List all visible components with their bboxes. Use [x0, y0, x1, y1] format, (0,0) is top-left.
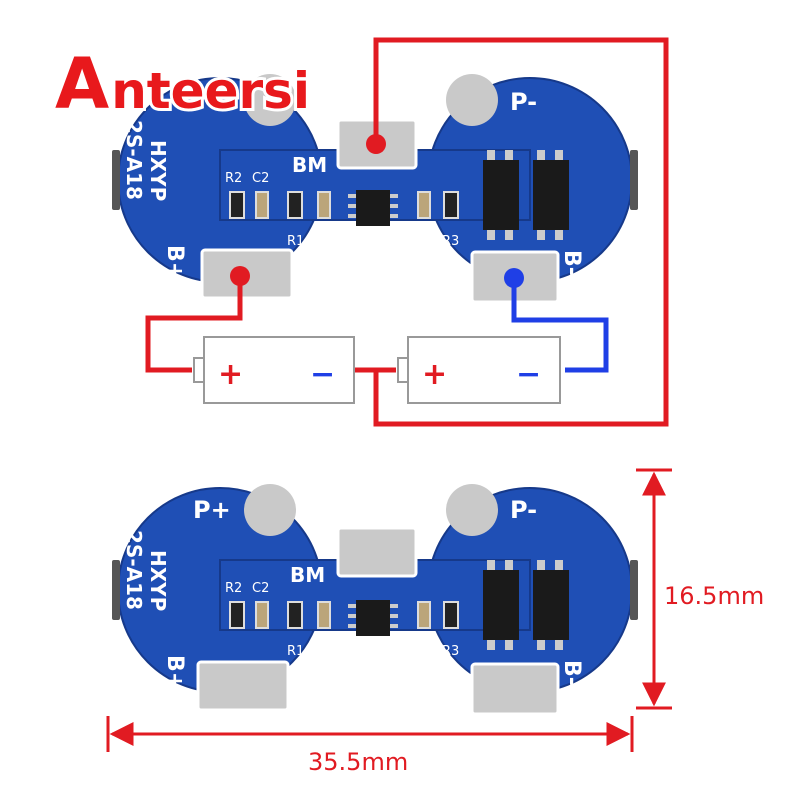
dimension-width-label: 35.5mm — [308, 748, 408, 776]
top-pad-p-plus — [244, 74, 296, 126]
dimension-height-label: 16.5mm — [664, 582, 764, 610]
bottom-label-p-minus: P- — [510, 496, 537, 524]
bottom-chip-u1 — [348, 600, 398, 636]
battery-left-plus: + — [218, 357, 243, 392]
top-label-c1: C1 — [316, 234, 333, 249]
wire-dot-bm — [366, 134, 386, 154]
top-label-bm: BM — [292, 153, 327, 177]
battery-right-plus: + — [422, 357, 447, 392]
bottom-label-c2: C2 — [252, 581, 269, 596]
top-mosfet-1 — [483, 150, 519, 240]
dimension-width — [106, 716, 634, 752]
bottom-resistor-r2 — [229, 601, 245, 629]
bottom-board-edge-left — [112, 560, 120, 620]
top-label-r1: R1 — [287, 234, 304, 249]
wire-b-plus — [145, 276, 243, 373]
top-mosfet-2 — [533, 150, 569, 240]
svg-text:Anteersi: Anteersi — [55, 43, 310, 125]
bottom-label-c3: C3 — [414, 644, 431, 659]
bottom-label-c1: C1 — [316, 644, 333, 659]
top-cap-c1 — [317, 191, 331, 219]
bottom-label-b-plus: B+ — [162, 655, 187, 690]
bottom-label-u1: U1 — [366, 644, 384, 659]
top-pad-p-minus — [446, 74, 498, 126]
top-board-edge-right — [630, 150, 638, 210]
top-resistor-r3 — [443, 191, 459, 219]
bottom-pad-p-minus — [446, 484, 498, 536]
bottom-label-r1: R1 — [287, 644, 304, 659]
bottom-label-bm: BM — [290, 563, 325, 587]
bottom-pad-p-plus — [244, 484, 296, 536]
top-cap-c3 — [417, 191, 431, 219]
top-resistor-r2 — [229, 191, 245, 219]
top-label-r2: R2 — [225, 171, 242, 186]
bottom-board-pcb — [117, 487, 633, 693]
top-label-r3: R3 — [442, 234, 459, 249]
wire-b-minus — [511, 278, 609, 373]
top-label-c2: C2 — [252, 171, 269, 186]
wire-dot-b-plus — [230, 266, 250, 286]
wiring — [145, 37, 669, 427]
top-resistor-r1 — [287, 191, 303, 219]
brand-logo: Anteersi — [52, 40, 313, 128]
wire-bm — [373, 37, 669, 427]
wire-dot-b-minus — [504, 268, 524, 288]
top-cap-c2 — [255, 191, 269, 219]
bottom-board-edge-right — [630, 560, 638, 620]
bottom-resistor-r1 — [287, 601, 303, 629]
top-label-u1: U1 — [366, 234, 384, 249]
bottom-label-model-1: HXYP — [146, 550, 170, 611]
bottom-cap-c3 — [417, 601, 431, 629]
top-label-b-plus: B+ — [162, 245, 187, 280]
top-label-p-minus: P- — [510, 88, 537, 116]
battery-right-minus: − — [516, 357, 541, 392]
bottom-pad-b-minus — [470, 662, 560, 716]
top-label-c3: C3 — [414, 234, 431, 249]
battery-left: + − — [193, 336, 355, 404]
top-board-edge-left — [112, 150, 120, 210]
bottom-resistor-r3 — [443, 601, 459, 629]
bottom-pad-bm — [336, 526, 418, 578]
bottom-label-b-minus: B- — [559, 660, 584, 686]
bottom-cap-c1 — [317, 601, 331, 629]
brand-first-letter: A — [55, 43, 109, 125]
bottom-label-p-plus: P+ — [193, 496, 231, 524]
bottom-pad-b-plus — [196, 660, 290, 712]
top-label-model-1: HXYP — [146, 140, 170, 201]
bottom-board: P+ P- BM HXYP 2S-A18 B+ B- R2 C2 R1 C1 U… — [112, 484, 638, 716]
battery-left-minus: − — [310, 357, 335, 392]
bottom-cap-c2 — [255, 601, 269, 629]
brand-rest: nteersi — [111, 62, 310, 120]
top-chip-u1 — [348, 190, 398, 226]
battery-right: + − — [397, 336, 561, 404]
top-label-b-minus: B- — [559, 250, 584, 276]
bottom-label-r3: R3 — [442, 644, 459, 659]
bottom-mosfet-1 — [483, 560, 519, 650]
top-board: P- BM HXYP 2S-A18 B+ B- R2 C2 R1 C1 U1 — [112, 74, 638, 304]
top-label-model-2: 2S-A18 — [122, 120, 146, 200]
bottom-label-r2: R2 — [225, 581, 242, 596]
bottom-label-model-2: 2S-A18 — [122, 530, 146, 610]
dimension-height — [636, 468, 672, 710]
bottom-mosfet-2 — [533, 560, 569, 650]
